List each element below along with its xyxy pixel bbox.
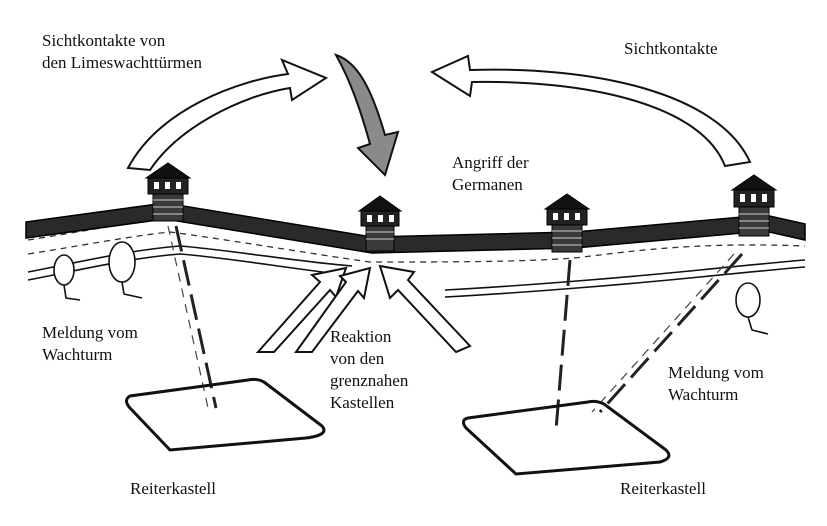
cavalry-fort-right	[461, 399, 671, 476]
report-lines-fine	[167, 225, 735, 413]
report-lines	[174, 225, 744, 431]
label-line: Kastellen	[330, 393, 395, 412]
label-line: Wachturm	[42, 345, 113, 364]
label-sight-contact-left: Sichtkontakte von den Limeswachttürmen	[42, 30, 202, 74]
attack-arrow	[333, 53, 400, 177]
label-line: Reiterkastell	[130, 479, 216, 498]
limes-wall	[25, 202, 806, 254]
tree-icon	[735, 282, 769, 335]
watchtower-4	[730, 174, 778, 237]
label-fort-right: Reiterkastell	[620, 478, 706, 500]
label-line: Sichtkontakte von	[42, 31, 166, 50]
tree-icon	[108, 241, 143, 299]
label-line: Angriff der	[452, 153, 529, 172]
sight-contact-arrow-right	[429, 54, 752, 168]
reaction-arrow-2	[294, 266, 372, 353]
label-line: Sichtkontakte	[624, 39, 718, 58]
label-report-right: Meldung vom Wachturm	[668, 362, 764, 406]
label-attack: Angriff der Germanen	[452, 152, 529, 196]
label-line: Reiterkastell	[620, 479, 706, 498]
reaction-arrow-3	[378, 264, 472, 354]
label-line: den Limeswachttürmen	[42, 53, 203, 72]
label-fort-left: Reiterkastell	[130, 478, 216, 500]
label-line: von den	[330, 349, 385, 368]
label-report-left: Meldung vom Wachturm	[42, 322, 138, 366]
label-line: grenznahen	[330, 371, 409, 390]
reaction-arrow-1	[255, 266, 348, 353]
label-line: Meldung vom	[668, 363, 764, 382]
watchtower-3	[543, 193, 591, 253]
label-line: Germanen	[452, 175, 523, 194]
label-reaction: Reaktion von den grenznahen Kastellen	[330, 326, 408, 414]
label-line: Reaktion	[330, 327, 392, 346]
watchtower-2	[357, 195, 403, 252]
label-line: Meldung vom	[42, 323, 138, 342]
watchtower-1	[144, 162, 192, 222]
cavalry-fort-left	[125, 377, 326, 452]
label-line: Wachturm	[668, 385, 739, 404]
tree-icon	[53, 254, 81, 301]
sight-contact-arrow-left	[126, 58, 329, 172]
label-sight-contact-right: Sichtkontakte	[624, 38, 717, 60]
